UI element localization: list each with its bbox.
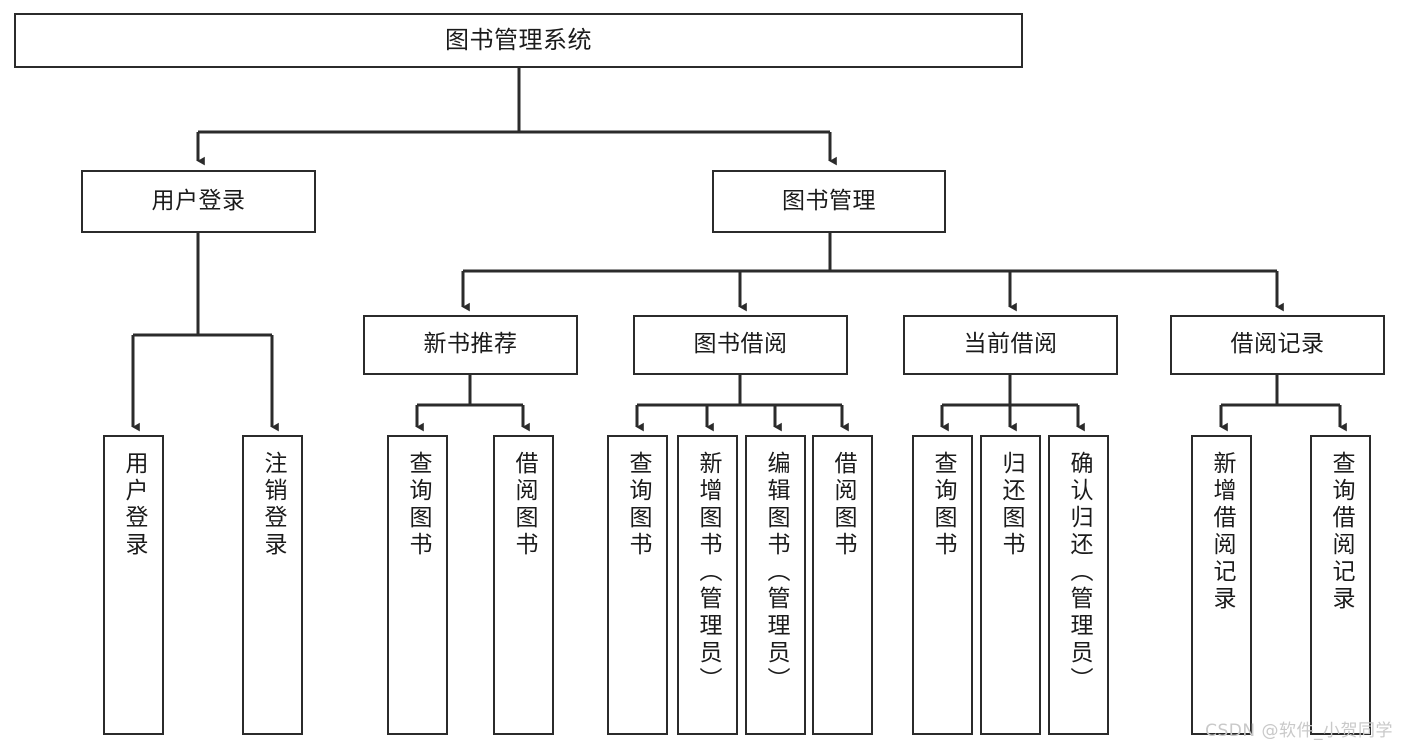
node-borrow-record[interactable]: 借阅记录 [1170, 315, 1385, 375]
node-label: 借阅记录 [1230, 331, 1325, 358]
node-label: 借阅图书 [511, 451, 537, 559]
node-label: 借阅图书 [830, 451, 856, 559]
node-leaf-query-book-recommend[interactable]: 查询图书 [387, 435, 448, 735]
node-label: 注销登录 [260, 451, 286, 559]
node-label: 查询图书 [625, 451, 651, 559]
node-leaf-user-logout[interactable]: 注销登录 [242, 435, 303, 735]
node-label: 图书管理系统 [445, 26, 592, 55]
node-leaf-confirm-return-admin[interactable]: 确认归还（管理员） [1048, 435, 1109, 735]
node-label: 查询图书 [405, 451, 431, 559]
node-book-manage[interactable]: 图书管理 [712, 170, 946, 233]
node-leaf-query-book-current[interactable]: 查询图书 [912, 435, 973, 735]
node-user-login[interactable]: 用户登录 [81, 170, 316, 233]
node-leaf-user-login[interactable]: 用户登录 [103, 435, 164, 735]
node-leaf-borrow-book[interactable]: 借阅图书 [812, 435, 873, 735]
node-current-borrow[interactable]: 当前借阅 [903, 315, 1118, 375]
node-leaf-add-book-admin[interactable]: 新增图书（管理员） [677, 435, 738, 735]
node-leaf-add-borrow-record[interactable]: 新增借阅记录 [1191, 435, 1252, 735]
node-label: 当前借阅 [963, 331, 1058, 358]
node-label: 查询图书 [930, 451, 956, 559]
node-label: 新增借阅记录 [1209, 451, 1235, 613]
node-root-book-management-system[interactable]: 图书管理系统 [14, 13, 1023, 68]
node-leaf-edit-book-admin[interactable]: 编辑图书（管理员） [745, 435, 806, 735]
node-label: 图书管理 [782, 187, 876, 214]
node-leaf-borrow-book-recommend[interactable]: 借阅图书 [493, 435, 554, 735]
node-leaf-return-book[interactable]: 归还图书 [980, 435, 1041, 735]
node-book-borrow[interactable]: 图书借阅 [633, 315, 848, 375]
watermark: CSDN @软件_小贺同学 [1205, 721, 1393, 741]
node-leaf-query-book-borrow[interactable]: 查询图书 [607, 435, 668, 735]
node-label: 确认归还（管理员） [1066, 451, 1092, 694]
node-label: 用户登录 [121, 451, 147, 559]
node-label: 查询借阅记录 [1328, 451, 1354, 613]
node-label: 新书推荐 [423, 331, 518, 358]
node-label: 新增图书（管理员） [695, 451, 721, 694]
node-label: 图书借阅 [693, 331, 788, 358]
node-leaf-query-borrow-record[interactable]: 查询借阅记录 [1310, 435, 1371, 735]
node-label: 用户登录 [151, 187, 246, 214]
node-label: 归还图书 [998, 451, 1024, 559]
node-label: 编辑图书（管理员） [763, 451, 789, 694]
node-new-book-recommend[interactable]: 新书推荐 [363, 315, 578, 375]
